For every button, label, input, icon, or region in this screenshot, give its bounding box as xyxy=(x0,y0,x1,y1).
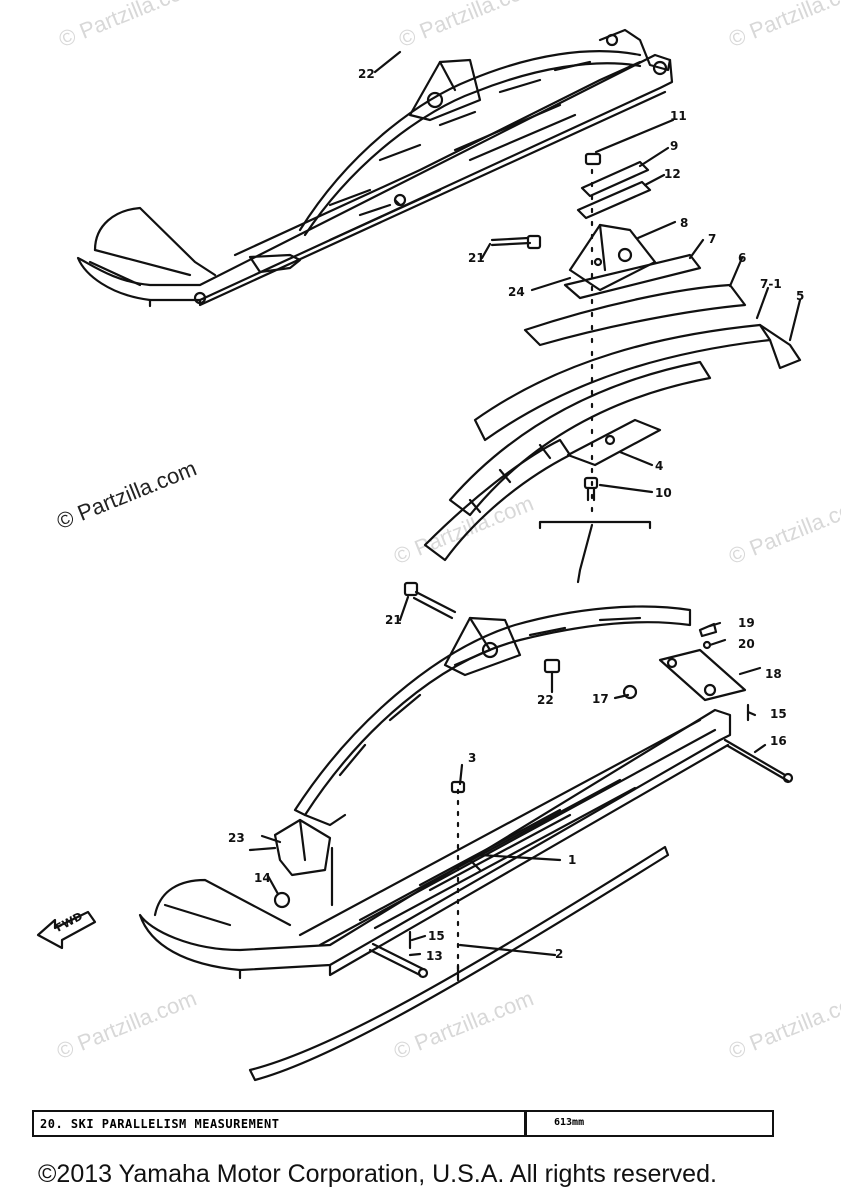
callout-15-rear: 15 xyxy=(770,707,787,721)
callout-labels: 22 11 9 12 8 7 21 6 7-1 5 24 4 10 21 19 … xyxy=(53,67,804,963)
callout-19: 19 xyxy=(738,616,755,630)
callout-24: 24 xyxy=(508,285,525,299)
lower-ski-assembly xyxy=(138,581,794,1082)
callout-12: 12 xyxy=(664,167,681,181)
fwd-arrow-icon xyxy=(36,910,97,950)
callout-13: 13 xyxy=(426,949,443,963)
callout-1: 1 xyxy=(568,853,576,867)
spec-table: 20. SKI PARALLELISM MEASUREMENT 613mm xyxy=(32,1110,774,1137)
callout-23: 23 xyxy=(228,831,245,845)
callout-8: 8 xyxy=(680,216,688,230)
callout-5: 5 xyxy=(796,289,804,303)
callout-10: 10 xyxy=(655,486,672,500)
callout-4: 4 xyxy=(655,459,663,473)
callout-16: 16 xyxy=(770,734,787,748)
spec-label: 20. SKI PARALLELISM MEASUREMENT xyxy=(40,1117,280,1131)
callout-21-upper: 21 xyxy=(468,251,485,265)
exploded-parts xyxy=(423,152,802,584)
spec-value: 613mm xyxy=(554,1117,585,1128)
callout-22: 22 xyxy=(358,67,375,81)
callout-7-1: 7-1 xyxy=(760,277,782,291)
copyright-notice: ©2013 Yamaha Motor Corporation, U.S.A. A… xyxy=(38,1160,717,1188)
spec-divider xyxy=(524,1112,527,1135)
callout-7: 7 xyxy=(708,232,716,246)
callout-17: 17 xyxy=(592,692,609,706)
callout-21-lower: 21 xyxy=(385,613,402,627)
callout-18-upper: 18 xyxy=(765,667,782,681)
callout-3: 3 xyxy=(468,751,476,765)
callout-6: 6 xyxy=(738,251,746,265)
callout-20: 20 xyxy=(738,637,755,651)
callout-11: 11 xyxy=(670,109,687,123)
callout-22-lower: 22 xyxy=(537,693,554,707)
callout-15-front: 15 xyxy=(428,929,445,943)
callout-14: 14 xyxy=(254,871,271,885)
callout-9: 9 xyxy=(670,139,678,153)
upper-ski-assembly xyxy=(76,28,674,308)
callout-2: 2 xyxy=(555,947,563,961)
